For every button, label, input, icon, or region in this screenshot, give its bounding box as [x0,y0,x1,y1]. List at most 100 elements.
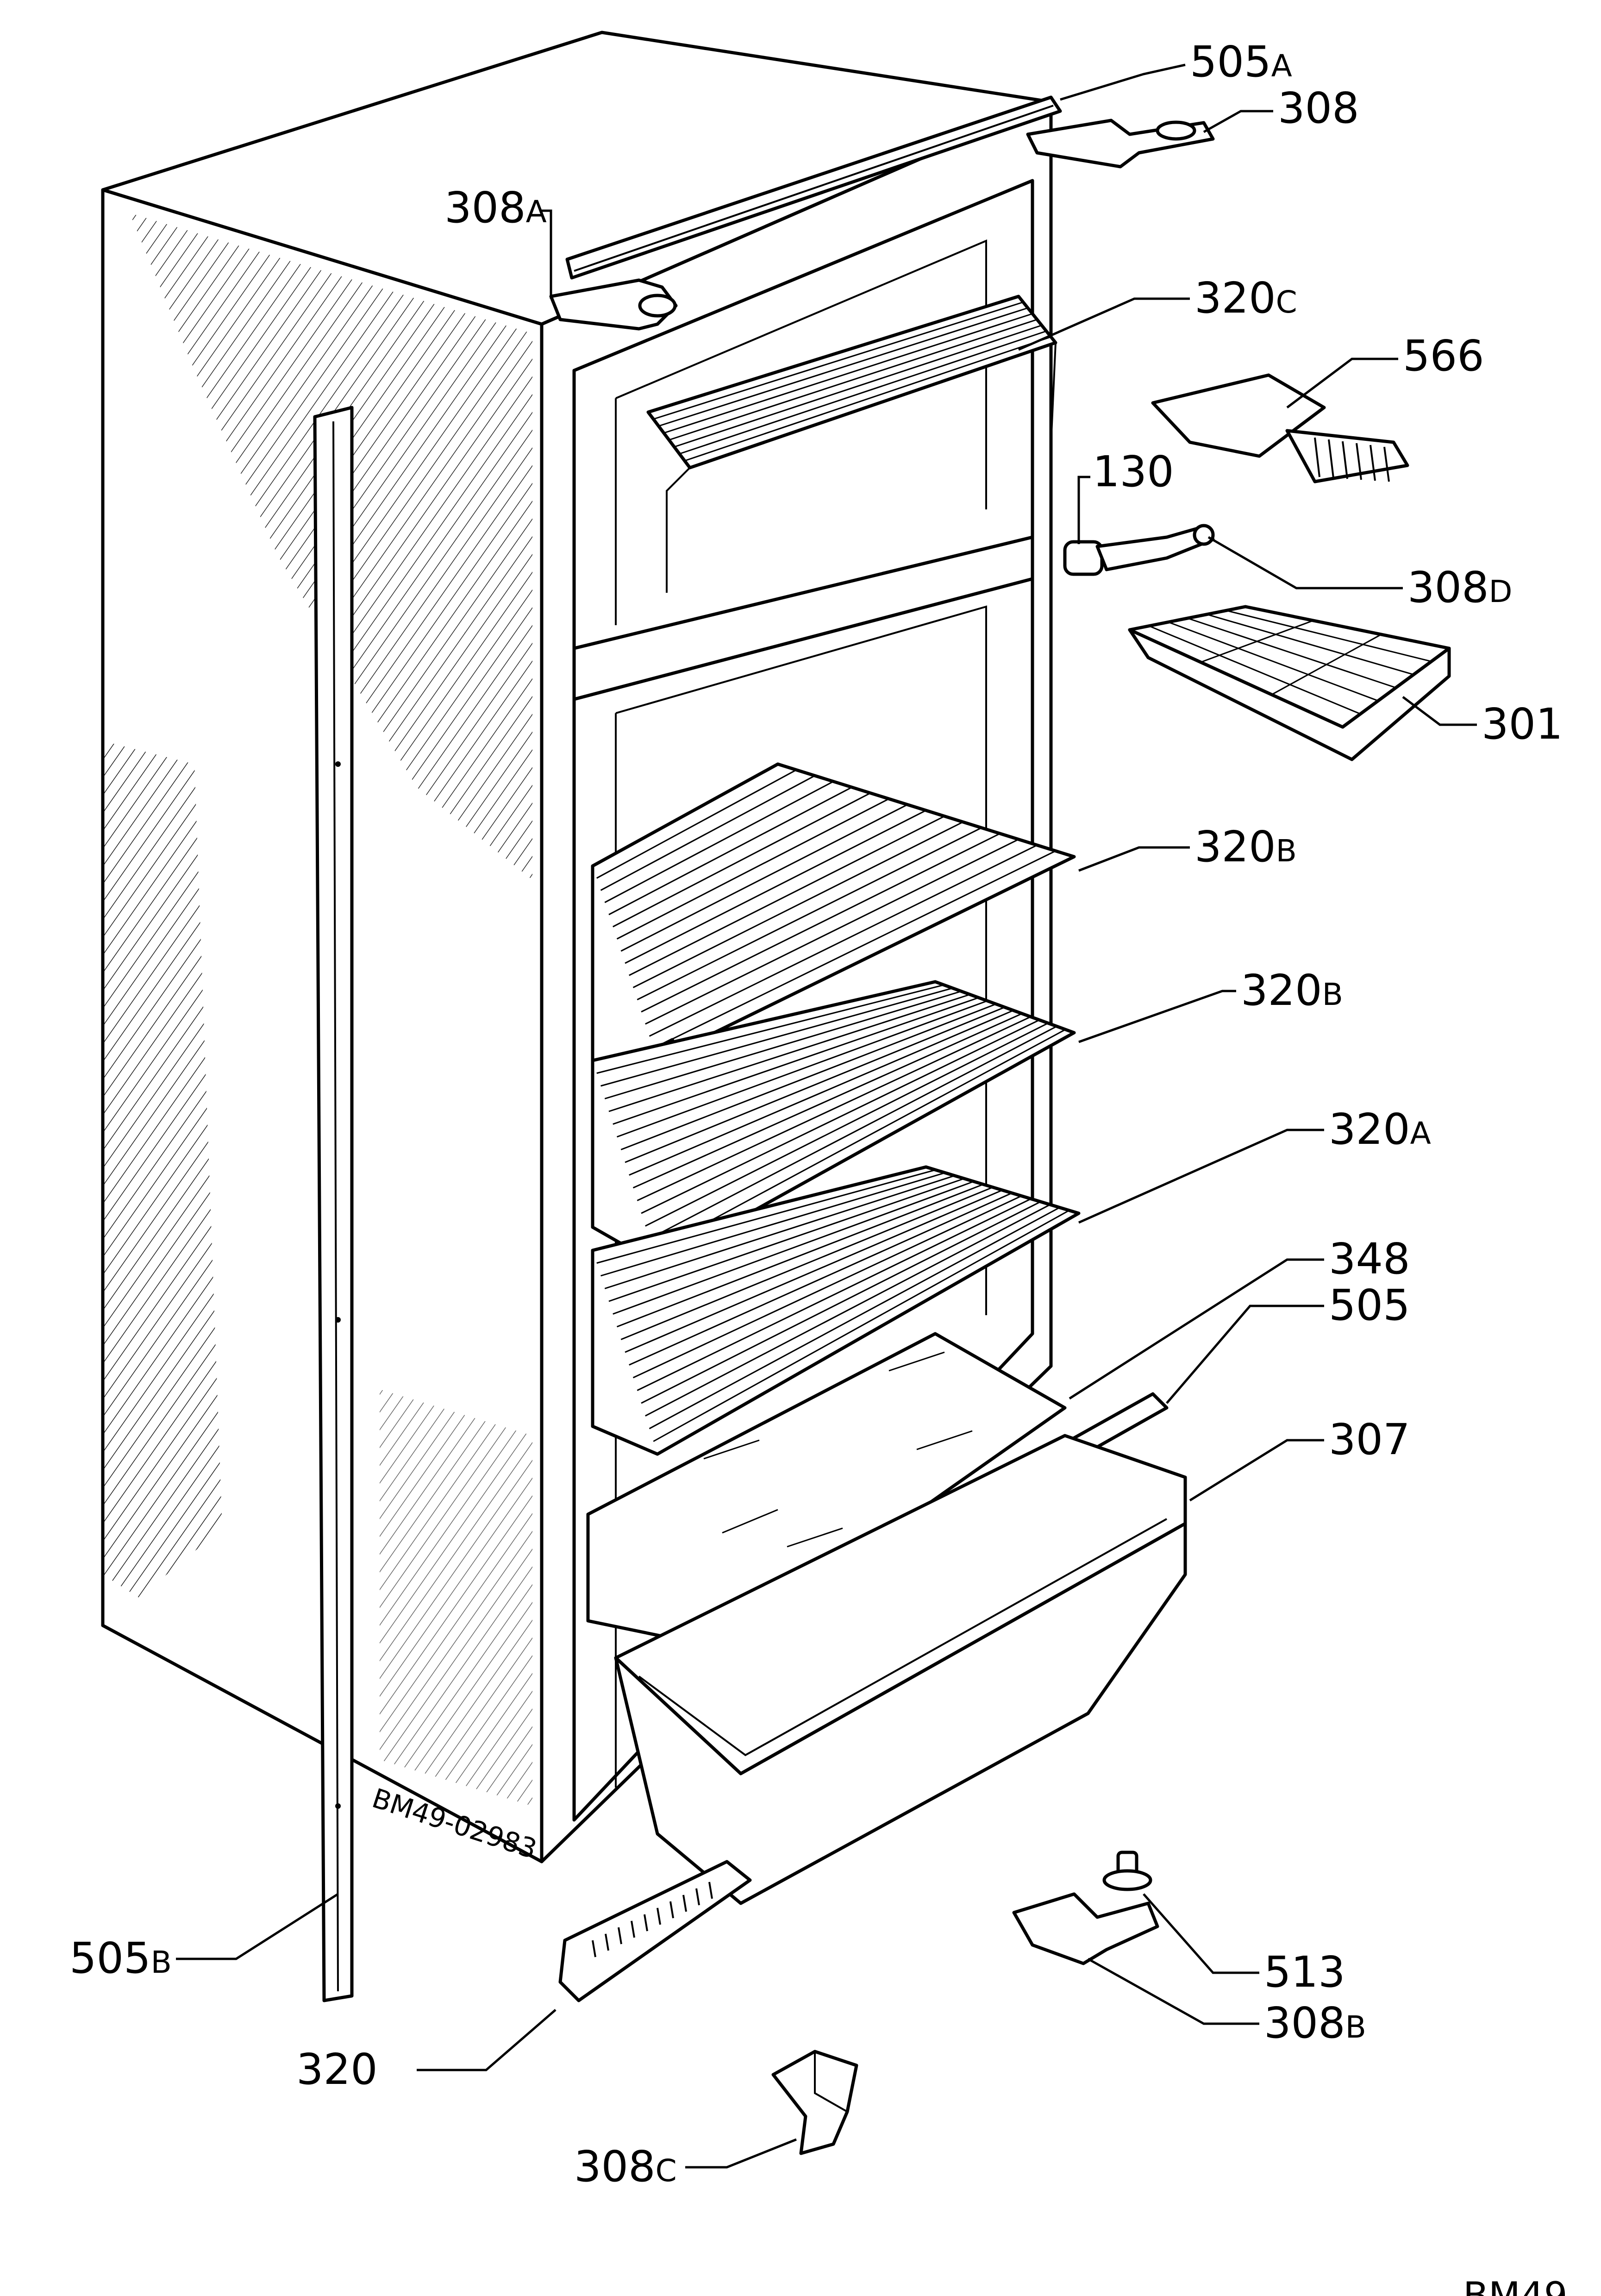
drawing-line [618,1927,622,1945]
fridge-shelf-320b-lower [591,980,1076,1266]
drawing-line [616,1000,988,1138]
label-130: 130 [1093,447,1174,496]
fridge-shelf-320b-upper [591,762,1076,1079]
drawing-line [1271,634,1382,696]
drawing-line [684,336,1051,462]
drawing-line [625,1189,1003,1353]
label-320a: 320A [1329,1104,1431,1154]
label-308b: 308B [1264,1998,1366,2048]
drawing-line [657,1907,661,1925]
drawing-line [625,1006,1005,1163]
drawing-line [1342,441,1348,479]
drawing-line [695,1888,700,1906]
drawing-line [649,844,1038,1037]
drawing-line [629,1192,1013,1366]
top-hinge-308a [549,278,678,331]
door-seal-strip-505b [313,406,354,2002]
label-308a: 308A [444,183,547,232]
label-320: 320 [296,2045,378,2094]
label-505: 505 [1329,1280,1410,1330]
drawing-line [637,1016,1031,1201]
drawing-line [645,1023,1049,1227]
drawing-line [596,1169,936,1264]
drawing-line [649,1207,1060,1430]
label-513: 513 [1264,1947,1345,1997]
drawing-line [641,1019,1040,1214]
drawing-line [641,1201,1041,1404]
hinge-pin-513 [1102,1851,1152,1891]
drawing-line [1383,446,1390,482]
drawing-line [1226,609,1432,662]
drawing-line [596,769,797,879]
drawing-line [604,781,834,903]
label-348: 348 [1329,1234,1410,1284]
leader-lines [176,63,1477,2169]
drawing-line [596,984,944,1074]
drawing-line [605,1933,609,1951]
label-308: 308 [1278,83,1359,133]
label-566: 566 [1403,331,1484,381]
drawing-line [1314,437,1320,477]
drawing-line [653,850,1056,1049]
drawing-line [629,1010,1014,1176]
crisper-drawer-307 [614,1434,1187,1905]
freezer-shelf-320c [646,295,1057,593]
drawing-line [608,994,970,1112]
drawing-line [669,1901,674,1919]
drawing-line [632,821,963,988]
drawing-line [600,775,815,891]
drawing-line [645,839,1019,1025]
label-307: 307 [1329,1415,1410,1464]
drawing-line [616,1184,984,1328]
label-320b-upper: 320B [1194,822,1297,872]
drawing-line [637,1198,1032,1391]
drawing-line [658,307,1028,427]
drawing-line [1207,614,1414,676]
bottom-bracket-308c [771,2050,858,2155]
top-trim-strip-505a [565,95,1062,280]
label-320b-lower: 320B [1241,966,1343,1015]
drawing-line [600,987,953,1087]
drawing-line [682,1895,687,1912]
drawing-line [1149,625,1361,715]
label-505a: 505A [1190,37,1292,87]
fridge-shelf-320a [591,1165,1081,1456]
bottom-grille-320 [558,1860,752,2002]
drawing-line [1187,617,1396,689]
label-308d: 308D [1407,563,1512,612]
drawing-line [645,1204,1051,1417]
drawing-line [613,997,979,1125]
drawing-line [604,991,962,1099]
drawing-line [631,1920,635,1938]
drawing-line [1370,445,1376,481]
drawing-line [620,1003,996,1150]
part-labels: 505A 308 308A 320C 566 130 308D 301 320B… [69,37,1563,2191]
drawing-line [663,313,1033,434]
drawing-line [620,1186,993,1340]
drawing-line [1328,439,1334,478]
drawing-line [616,798,889,940]
drawing-line [674,325,1042,448]
drawing-line [604,1175,955,1289]
drawing-line [613,792,871,928]
drawing-line [653,1210,1070,1442]
drawing-line [632,1013,1023,1189]
drawing-line [629,816,945,976]
drawing-line [649,1025,1057,1240]
drawing-line [1168,621,1379,702]
drawing-line [608,786,852,916]
label-320c: 320C [1194,273,1297,323]
drawing-line [669,319,1038,441]
drawing-line [592,1940,596,1957]
lower-hinge-308b [1012,1892,1159,1965]
drawing-line [641,833,1001,1013]
drawing-line [620,804,908,952]
door-latch-130 [1063,524,1215,576]
drawing-line [600,1172,945,1277]
drawing-line [653,301,1024,420]
label-308c: 308C [574,2142,677,2191]
drawing-line [625,809,926,964]
corner-reference: BM49 [1463,2274,1568,2296]
drawing-line [1356,443,1362,480]
